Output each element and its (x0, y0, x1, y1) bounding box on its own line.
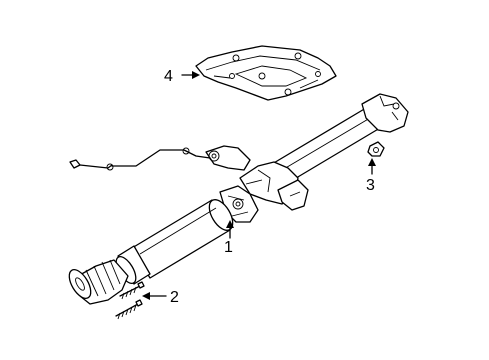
bolts-2 (115, 281, 145, 320)
tilt-cable (69, 145, 251, 171)
shaft-collar (115, 245, 151, 285)
rubber-boot (68, 259, 129, 305)
callout-3: 3 (366, 177, 375, 194)
bolt-3 (367, 141, 385, 157)
leader-1 (226, 220, 234, 239)
column-tube-lower (131, 199, 234, 279)
leader-2 (142, 292, 167, 300)
leader-4 (181, 71, 200, 79)
mounting-bracket (239, 161, 309, 211)
upper-yoke (361, 93, 409, 133)
callout-1: 1 (224, 239, 233, 256)
callout-2: 2 (170, 289, 179, 306)
callout-4: 4 (164, 68, 173, 85)
heat-shield (195, 45, 337, 101)
leader-3 (368, 158, 376, 175)
